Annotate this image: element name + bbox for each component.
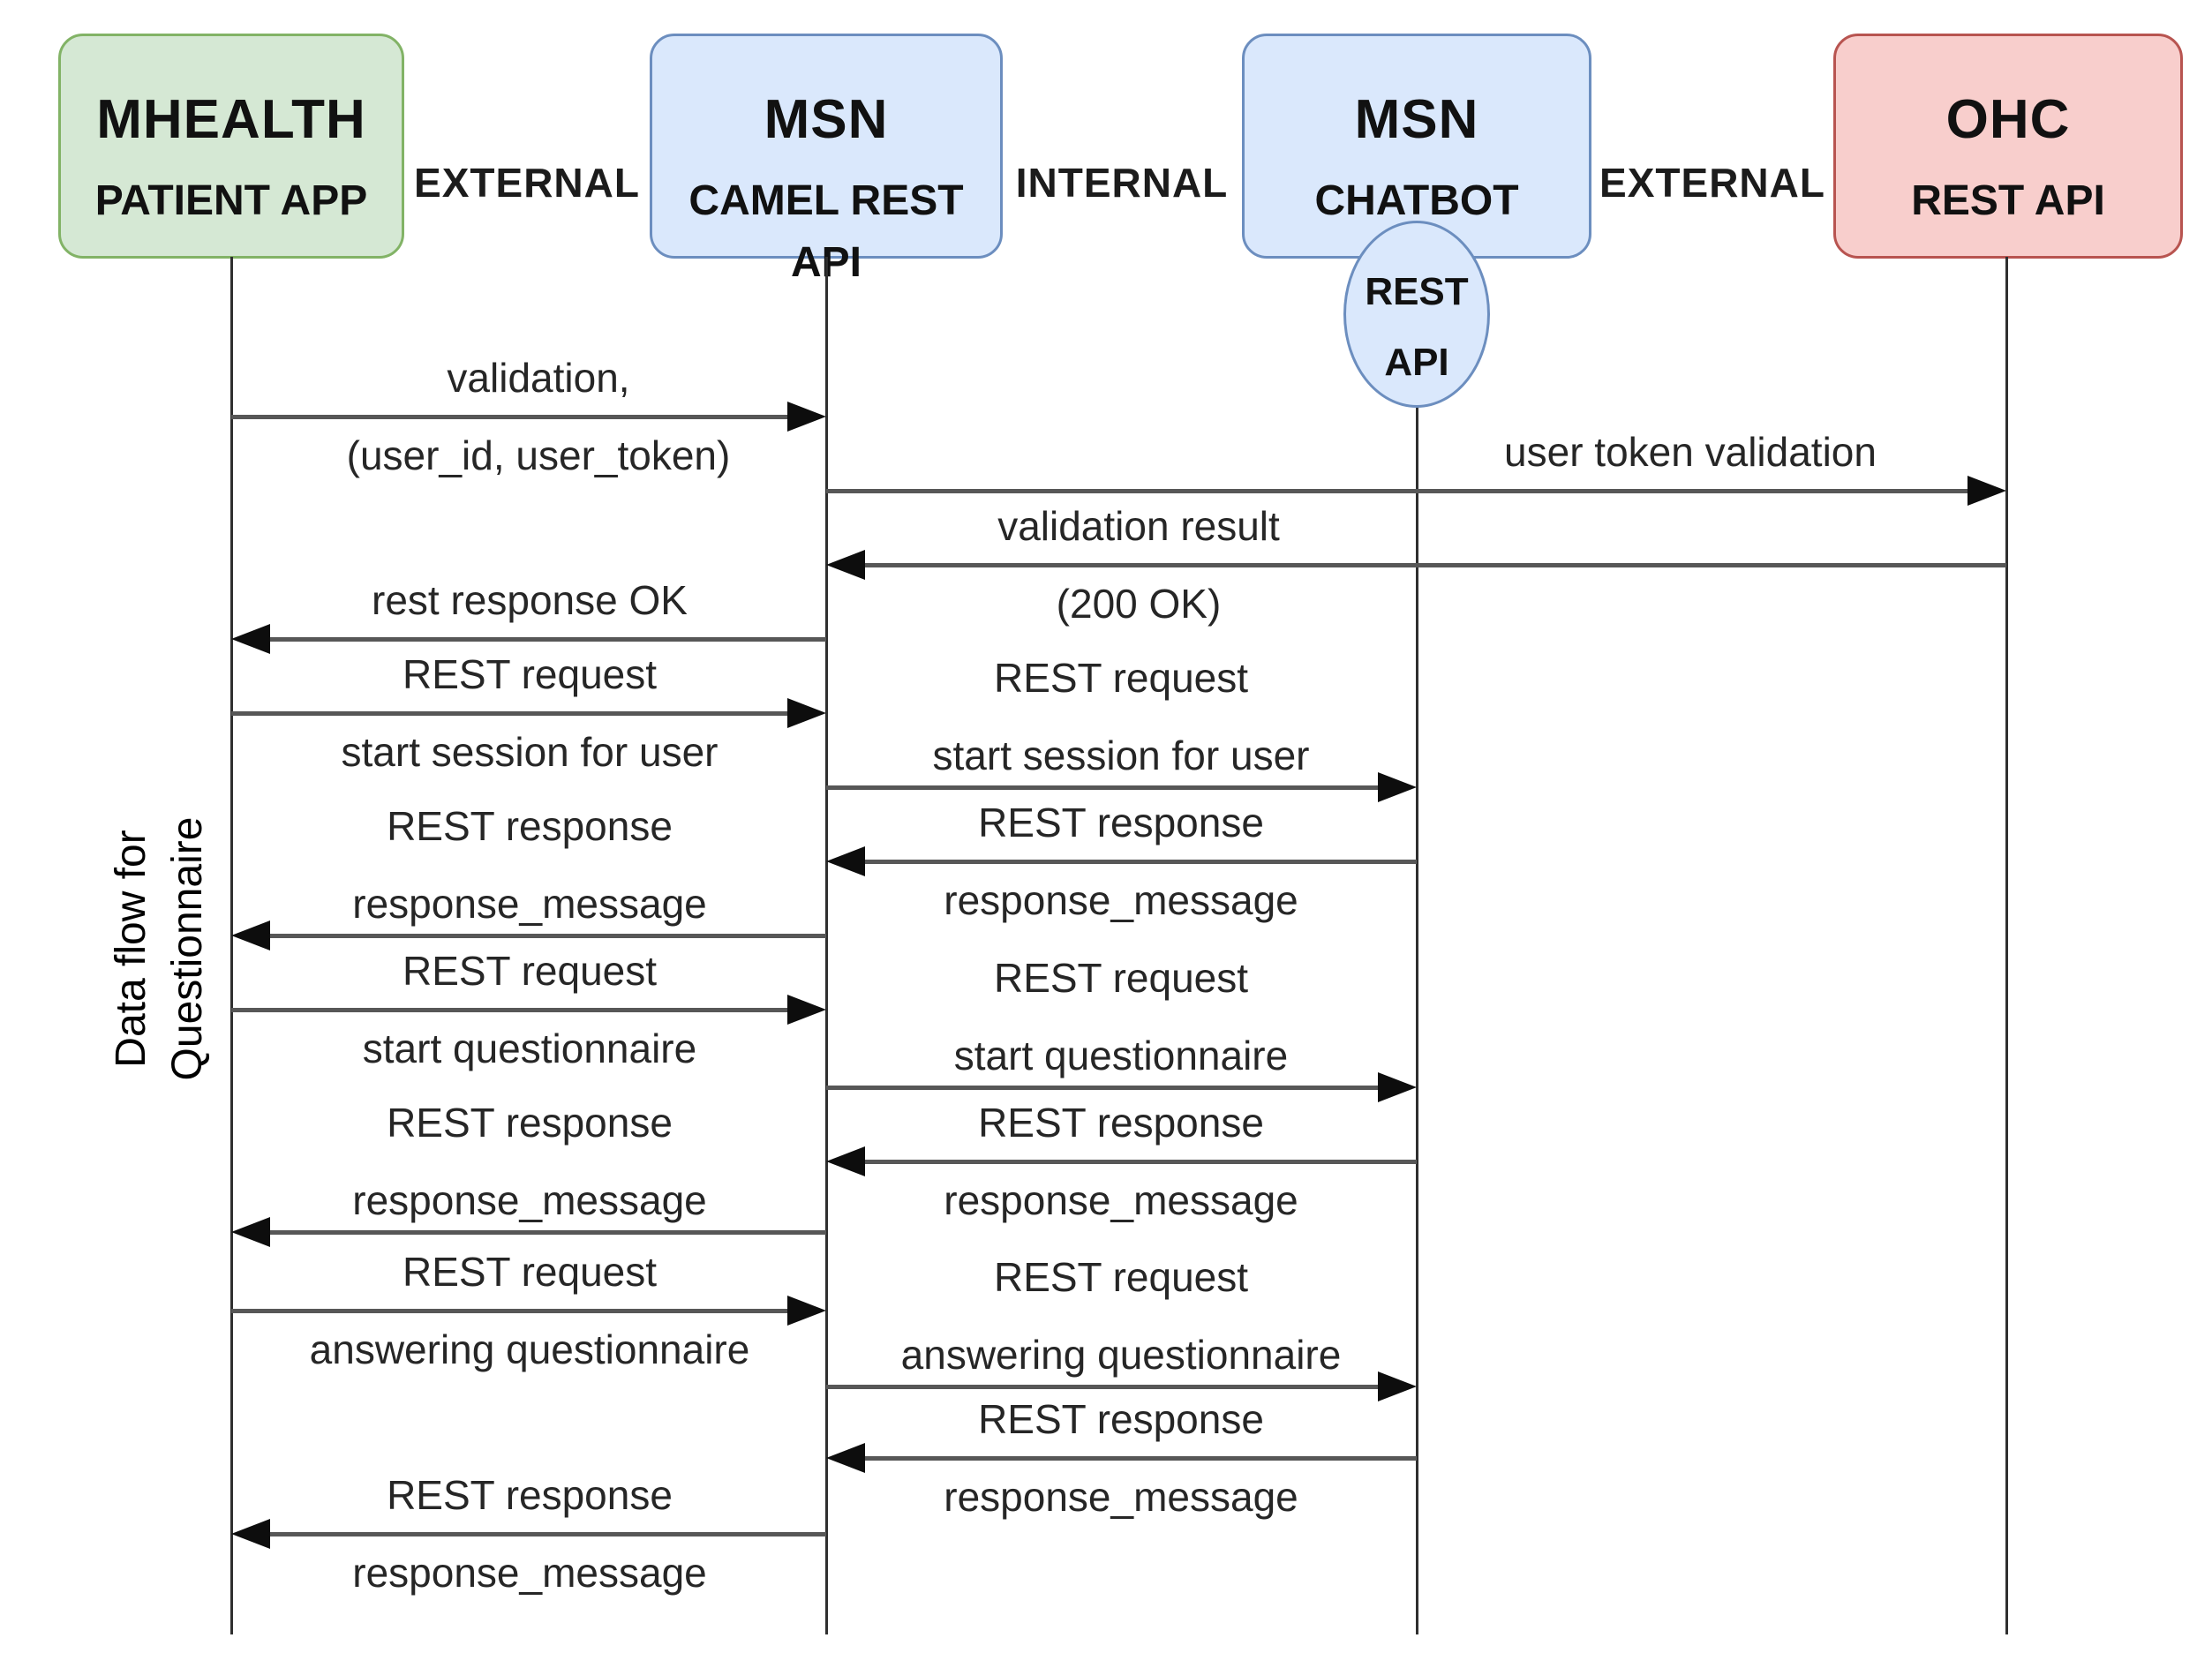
message-14-arrowhead xyxy=(1378,1371,1417,1401)
message-15-arrow-chatbot-to-camel xyxy=(861,1455,1417,1461)
message-10-label-above-1: start questionnaire xyxy=(953,1033,1289,1078)
message-1-label-below-0: (user_id, user_token) xyxy=(346,432,731,478)
message-15-arrowhead xyxy=(826,1443,865,1473)
message-11-label-above-0: REST response xyxy=(978,1100,1264,1146)
actor-title-camel: MSN xyxy=(764,89,889,150)
chatbot-rest-api-ellipse-line1: REST xyxy=(1365,270,1469,313)
message-13-arrowhead xyxy=(787,1296,826,1326)
message-12-label-above-1: response_message xyxy=(352,1177,707,1223)
message-16-label-above-0: REST response xyxy=(387,1472,673,1518)
zone-label-external-2: EXTERNAL xyxy=(1599,160,1825,206)
side-label-line2: Questionnaire xyxy=(164,816,211,1081)
message-10-arrow-camel-to-chatbot xyxy=(826,1085,1381,1090)
message-10-label-above-0: REST request xyxy=(993,955,1249,1001)
actor-box-camel: MSN CAMEL REST API xyxy=(650,34,1003,286)
message-15-label-above-0: REST response xyxy=(978,1396,1264,1442)
message-6-arrow-camel-to-chatbot xyxy=(826,785,1381,790)
message-5-arrow-mhealth-to-camel xyxy=(231,710,791,716)
actor-subtitle-mhealth: PATIENT APP xyxy=(94,177,368,224)
message-12-arrowhead xyxy=(231,1217,270,1247)
message-4-label-above-0: rest response OK xyxy=(372,577,688,623)
message-1-arrowhead xyxy=(787,402,826,432)
message-1-label-above-0: validation, xyxy=(447,355,630,401)
actor-subtitle-chatbot: CHATBOT xyxy=(1314,177,1519,224)
message-8-label-above-1: response_message xyxy=(352,881,707,927)
message-13-label-above-0: REST request xyxy=(402,1249,658,1295)
message-7-arrowhead xyxy=(826,846,865,876)
side-label-line1: Data flow for xyxy=(108,830,154,1068)
actor-box-ohc: OHC REST API xyxy=(1833,34,2183,259)
actor-title-mhealth: MHEALTH xyxy=(96,89,366,150)
message-2-arrowhead xyxy=(1967,476,2006,506)
actor-subtitle-camel: CAMEL REST API xyxy=(688,177,964,286)
message-9-label-above-0: REST request xyxy=(402,948,658,994)
message-7-label-above-0: REST response xyxy=(978,800,1264,845)
message-10-arrowhead xyxy=(1378,1072,1417,1102)
message-14-arrow-camel-to-chatbot xyxy=(826,1384,1381,1389)
message-3-arrowhead xyxy=(826,550,865,580)
message-4-arrow-camel-to-mhealth xyxy=(267,636,826,642)
zone-label-external-0: EXTERNAL xyxy=(414,160,640,206)
message-6-label-above-0: REST request xyxy=(993,655,1249,701)
message-2-arrow-camel-to-ohc xyxy=(826,488,1971,493)
message-1-arrow-mhealth-to-camel xyxy=(231,414,791,419)
chatbot-rest-api-ellipse-line2: API xyxy=(1384,341,1449,384)
actor-title-chatbot: MSN xyxy=(1354,89,1479,150)
actor-title-ohc: OHC xyxy=(1945,89,2071,150)
lifeline-ohc xyxy=(2005,257,2008,1634)
message-15-label-below-0: response_message xyxy=(944,1474,1298,1520)
message-8-arrowhead xyxy=(231,920,270,950)
message-9-arrow-mhealth-to-camel xyxy=(231,1007,791,1012)
message-12-label-above-0: REST response xyxy=(387,1100,673,1146)
message-7-label-below-0: response_message xyxy=(944,877,1298,923)
message-8-arrow-camel-to-mhealth xyxy=(267,933,826,938)
message-2-label-above-0: user token validation xyxy=(1504,429,1877,475)
actor-subtitle-ohc: REST API xyxy=(1911,177,2105,224)
actor-box-mhealth: MHEALTH PATIENT APP xyxy=(58,34,404,259)
message-14-label-above-1: answering questionnaire xyxy=(900,1332,1342,1378)
message-16-label-below-0: response_message xyxy=(352,1550,707,1596)
message-3-label-below-0: (200 OK) xyxy=(1056,581,1222,627)
zone-label-internal-1: INTERNAL xyxy=(1015,160,1229,206)
message-13-label-below-0: answering questionnaire xyxy=(309,1326,750,1372)
message-14-label-above-0: REST request xyxy=(993,1254,1249,1300)
message-3-label-above-0: validation result xyxy=(997,503,1280,549)
message-7-arrow-chatbot-to-camel xyxy=(861,859,1417,864)
message-11-arrow-chatbot-to-camel xyxy=(861,1159,1417,1164)
lifeline-camel xyxy=(824,257,828,1634)
message-6-label-above-1: start session for user xyxy=(932,733,1310,778)
message-5-label-above-0: REST request xyxy=(402,651,658,697)
message-9-arrowhead xyxy=(787,995,826,1025)
lifeline-chatbot xyxy=(1415,404,1418,1634)
message-9-label-below-0: start questionnaire xyxy=(362,1026,697,1071)
message-6-arrowhead xyxy=(1378,772,1417,802)
message-4-arrowhead xyxy=(231,624,270,654)
message-16-arrow-camel-to-mhealth xyxy=(267,1531,826,1537)
message-5-arrowhead xyxy=(787,698,826,728)
message-3-arrow-ohc-to-camel xyxy=(861,562,2006,567)
message-8-label-above-0: REST response xyxy=(387,803,673,849)
message-11-arrowhead xyxy=(826,1146,865,1176)
chatbot-rest-api-ellipse: REST API xyxy=(1343,221,1490,408)
message-11-label-below-0: response_message xyxy=(944,1177,1298,1223)
message-13-arrow-mhealth-to-camel xyxy=(231,1308,791,1313)
message-12-arrow-camel-to-mhealth xyxy=(267,1229,826,1235)
message-16-arrowhead xyxy=(231,1519,270,1549)
message-5-label-below-0: start session for user xyxy=(341,729,719,775)
side-label-data-flow-for-questionnaire: Data flow for Questionnaire xyxy=(103,719,227,1178)
